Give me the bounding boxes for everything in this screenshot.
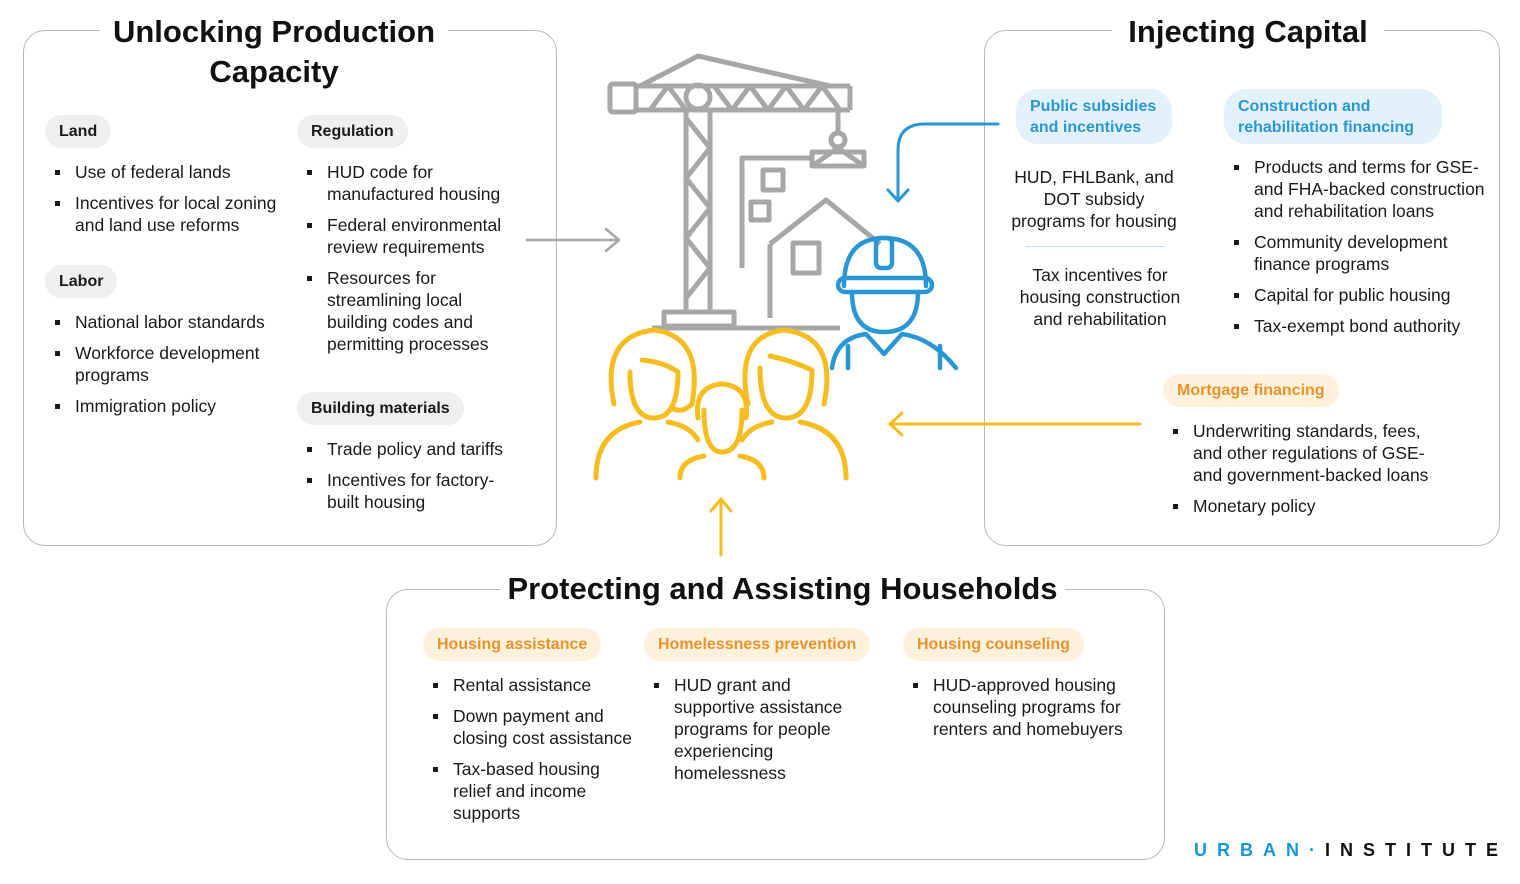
- list-item: HUD code for manufactured housing: [305, 161, 515, 205]
- building-materials-list: Trade policy and tariffs Incentives for …: [305, 438, 520, 522]
- housing-counseling-list: HUD-approved housing counseling programs…: [911, 674, 1136, 749]
- list-item: Incentives for factory-built housing: [305, 469, 520, 513]
- list-item: Underwriting standards, fees, and other …: [1171, 420, 1433, 486]
- subsidies-divider: [1026, 246, 1165, 247]
- housing-assistance-list: Rental assistance Down payment and closi…: [431, 674, 636, 833]
- logo-word-urban: URBAN: [1194, 840, 1309, 860]
- tax-incentives-text: Tax incentives for housing construction …: [1019, 265, 1181, 329]
- households-title: Protecting and Assisting Households: [500, 569, 1065, 609]
- list-item: Federal environmental review requirement…: [305, 214, 515, 258]
- land-label: Land: [45, 115, 112, 148]
- regulation-list: HUD code for manufactured housing Federa…: [305, 161, 515, 364]
- logo-separator: ·: [1309, 840, 1325, 860]
- production-capacity-title: Unlocking Production Capacity: [100, 12, 448, 92]
- list-item: Tax-based housing relief and income supp…: [431, 758, 636, 824]
- land-list: Use of federal lands Incentives for loca…: [53, 161, 288, 245]
- list-item: Monetary policy: [1171, 495, 1433, 517]
- urban-institute-logo: URBAN·INSTITUTE: [1194, 840, 1508, 861]
- regulation-label: Regulation: [297, 115, 408, 148]
- public-subsidies-label: Public subsidies and incentives: [1016, 89, 1172, 144]
- list-item: Immigration policy: [53, 395, 278, 417]
- list-item: HUD-approved housing counseling programs…: [911, 674, 1136, 740]
- list-item: HUD grant and supportive assistance prog…: [652, 674, 852, 784]
- list-item: Rental assistance: [431, 674, 636, 696]
- logo-word-institute: INSTITUTE: [1325, 840, 1508, 860]
- list-item: Use of federal lands: [53, 161, 288, 183]
- list-item: National labor standards: [53, 311, 278, 333]
- building-materials-label: Building materials: [297, 392, 464, 425]
- homelessness-prevention-label: Homelessness prevention: [644, 628, 871, 661]
- list-item: Incentives for local zoning and land use…: [53, 192, 288, 236]
- list-item: Community development finance programs: [1232, 231, 1494, 275]
- list-item: Trade policy and tariffs: [305, 438, 520, 460]
- housing-assistance-label: Housing assistance: [423, 628, 602, 661]
- labor-label: Labor: [45, 265, 118, 298]
- homelessness-prevention-list: HUD grant and supportive assistance prog…: [652, 674, 852, 793]
- injecting-capital-title: Injecting Capital: [1112, 12, 1384, 52]
- list-item: Capital for public housing: [1232, 284, 1494, 306]
- subsidy-programs-text: HUD, FHLBank, and DOT subsidy programs f…: [1011, 167, 1177, 231]
- list-item: Workforce development programs: [53, 342, 278, 386]
- list-item: Tax-exempt bond authority: [1232, 315, 1494, 337]
- construction-financing-label: Construction and rehabilitation financin…: [1224, 89, 1442, 144]
- construction-financing-list: Products and terms for GSE- and FHA-back…: [1232, 156, 1494, 346]
- mortgage-financing-list: Underwriting standards, fees, and other …: [1171, 420, 1433, 526]
- labor-list: National labor standards Workforce devel…: [53, 311, 278, 426]
- mortgage-financing-label: Mortgage financing: [1163, 374, 1339, 407]
- housing-counseling-label: Housing counseling: [903, 628, 1084, 661]
- list-item: Down payment and closing cost assistance: [431, 705, 636, 749]
- list-item: Products and terms for GSE- and FHA-back…: [1232, 156, 1494, 222]
- list-item: Resources for streamlining local buildin…: [305, 267, 515, 355]
